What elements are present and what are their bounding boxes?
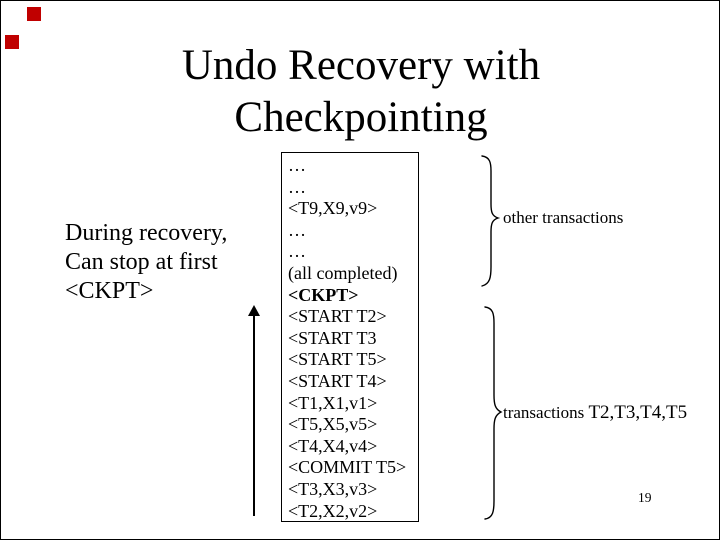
log-entry: <START T4>: [288, 370, 387, 391]
log-entry: <START T2>: [288, 306, 387, 327]
log-box: … … <T9,X9,v9> … … (all completed) <CKPT…: [281, 152, 419, 522]
other-transactions-label: other transactions: [503, 208, 624, 227]
transactions-label-prefix: transactions: [503, 403, 589, 422]
note-line: Can stop at first: [65, 249, 218, 275]
log-entry-ckpt: <CKPT>: [288, 284, 359, 305]
page-title: Undo Recovery with Checkpointing: [1, 40, 720, 144]
recovery-note: During recovery, Can stop at first <CKPT…: [65, 219, 227, 306]
transactions-label-list: T2,T3,T4,T5: [588, 402, 688, 423]
note-line: <CKPT>: [65, 278, 154, 304]
log-entry: <START T3: [288, 327, 377, 348]
log-entry: <START T5>: [288, 349, 387, 370]
transactions-list-label: transactions T2,T3,T4,T5: [503, 402, 687, 424]
page-number: 19: [638, 490, 652, 505]
curly-brace-bottom-icon: [484, 306, 503, 520]
note-line: During recovery,: [65, 220, 228, 246]
up-arrow-head: [248, 305, 260, 316]
page-title-line-2: Checkpointing: [234, 94, 488, 141]
log-entry: <T2,X2,v2>: [288, 500, 378, 521]
log-entry: …: [288, 176, 306, 197]
decoration-square-icon: [27, 7, 41, 21]
log-entry: <T5,X5,v5>: [288, 414, 378, 435]
log-entry: <T4,X4,v4>: [288, 435, 378, 456]
decoration-square-icon: [5, 35, 19, 49]
curly-brace-top-icon: [481, 155, 501, 287]
log-entry: …: [288, 241, 306, 262]
log-entry: <T3,X3,v3>: [288, 478, 378, 499]
page-title-line-1: Undo Recovery with: [181, 42, 541, 89]
log-entry: (all completed): [288, 262, 398, 283]
log-entry: …: [288, 155, 306, 175]
log-entry: <T1,X1,v1>: [288, 392, 378, 413]
up-arrow-shaft: [253, 315, 255, 516]
log-entry: …: [288, 219, 306, 240]
log-entry: <COMMIT T5>: [288, 457, 407, 478]
log-entry: <T9,X9,v9>: [288, 198, 378, 219]
